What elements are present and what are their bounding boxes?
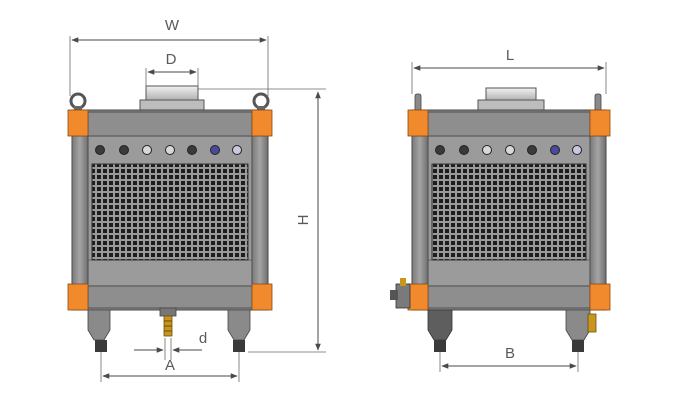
dimension-h: H — [198, 88, 326, 353]
side-valve-assembly — [390, 278, 411, 309]
side-indicator-2 — [459, 145, 469, 155]
side-radiator-grille — [431, 163, 587, 261]
dimension-a-label: A — [165, 357, 175, 374]
front-post-left — [71, 135, 89, 287]
front-lifting-eye-right — [252, 92, 270, 112]
front-indicator-6 — [210, 145, 220, 155]
side-indicator-7 — [572, 145, 582, 155]
front-indicator-7 — [232, 145, 242, 155]
side-indicator-row — [435, 145, 582, 155]
dimension-l: L — [411, 47, 607, 94]
side-corner-top-right — [589, 109, 611, 137]
dimension-h-label: H — [295, 215, 312, 226]
side-leg-left — [427, 309, 453, 352]
dimension-d-upper: D — [145, 51, 199, 88]
front-fan-collar — [139, 85, 205, 111]
side-corner-bottom-right — [589, 283, 611, 311]
front-lifting-eye-left — [69, 92, 87, 112]
front-view — [67, 85, 273, 352]
side-indicator-3 — [482, 145, 492, 155]
front-drain-fitting — [159, 307, 177, 337]
front-indicator-2 — [119, 145, 129, 155]
front-corner-top-right — [251, 109, 273, 137]
front-indicator-3 — [142, 145, 152, 155]
dimension-d-lower-label: d — [199, 330, 207, 347]
front-radiator-grille — [91, 163, 249, 261]
front-corner-blocks — [67, 109, 273, 311]
side-corner-top-left — [407, 109, 429, 137]
side-corner-bottom-left — [407, 283, 429, 311]
dimension-b-label: B — [505, 345, 515, 362]
side-indicator-1 — [435, 145, 445, 155]
front-corner-bottom-left — [67, 283, 89, 311]
dimension-w: W — [69, 17, 269, 96]
front-indicator-row — [95, 145, 242, 155]
dimension-a: A — [100, 352, 240, 382]
front-leg-right — [227, 309, 251, 352]
dimension-annotations: W D H d A — [69, 17, 607, 382]
side-post-right — [589, 135, 607, 287]
dimension-w-label: W — [165, 17, 180, 34]
front-corner-top-left — [67, 109, 89, 137]
dimension-d-lower: d — [134, 330, 207, 360]
dimension-l-label: L — [506, 47, 514, 64]
side-post-left — [411, 135, 429, 287]
front-post-right — [251, 135, 269, 287]
side-view — [390, 87, 611, 352]
side-fan-collar — [477, 87, 545, 111]
side-leg-right — [565, 309, 597, 352]
front-indicator-5 — [187, 145, 197, 155]
front-corner-bottom-right — [251, 283, 273, 311]
side-corner-blocks — [407, 109, 611, 311]
front-indicator-1 — [95, 145, 105, 155]
side-indicator-5 — [527, 145, 537, 155]
side-indicator-6 — [550, 145, 560, 155]
dimension-b: B — [439, 345, 579, 372]
dimension-d-upper-label: D — [166, 51, 177, 68]
side-lifting-eye-right — [594, 93, 602, 113]
front-leg-left — [87, 309, 111, 352]
front-indicator-4 — [165, 145, 175, 155]
side-indicator-4 — [505, 145, 515, 155]
side-lifting-eye-left — [414, 93, 422, 113]
